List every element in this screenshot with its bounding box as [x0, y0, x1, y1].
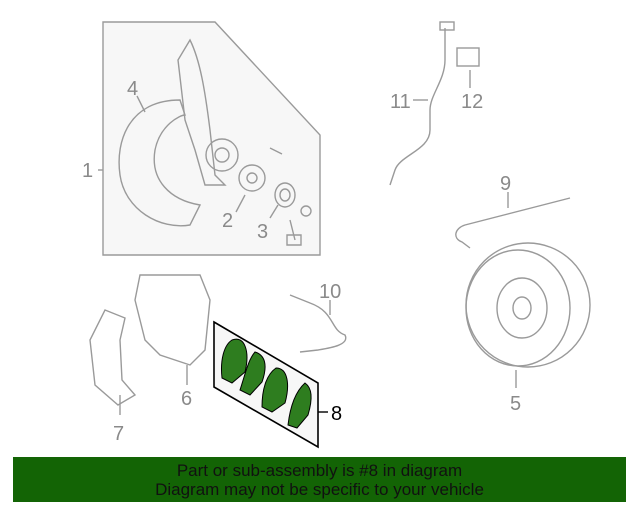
banner-line-2: Diagram may not be specific to your vehi…: [155, 480, 484, 499]
brake-pad-set[interactable]: [213, 320, 319, 449]
callout-8[interactable]: 8: [331, 403, 342, 425]
banner-line-1: Part or sub-assembly is #8 in diagram: [176, 461, 463, 480]
callout-6[interactable]: 6: [181, 388, 192, 410]
callout-5[interactable]: 5: [510, 393, 521, 415]
info-banner: Part or sub-assembly is #8 in diagram Di…: [13, 457, 626, 502]
callout-9[interactable]: 9: [500, 173, 511, 195]
callout-10[interactable]: 10: [319, 281, 341, 303]
callout-2[interactable]: 2: [222, 210, 233, 232]
callout-4[interactable]: 4: [127, 78, 138, 100]
brake-rotor[interactable]: [465, 242, 591, 368]
callout-12[interactable]: 12: [461, 91, 483, 113]
wheel-speed-sensor[interactable]: [389, 21, 480, 186]
callout-3[interactable]: 3: [257, 221, 268, 243]
wear-sensor[interactable]: [289, 294, 347, 353]
knuckle-assembly-group[interactable]: [102, 21, 321, 256]
brake-hose[interactable]: [455, 197, 571, 249]
callout-1[interactable]: 1: [82, 160, 93, 182]
callout-7[interactable]: 7: [113, 423, 124, 445]
brake-caliper[interactable]: [134, 274, 211, 366]
caliper-bracket[interactable]: [89, 309, 137, 406]
callout-11[interactable]: 11: [390, 91, 411, 113]
